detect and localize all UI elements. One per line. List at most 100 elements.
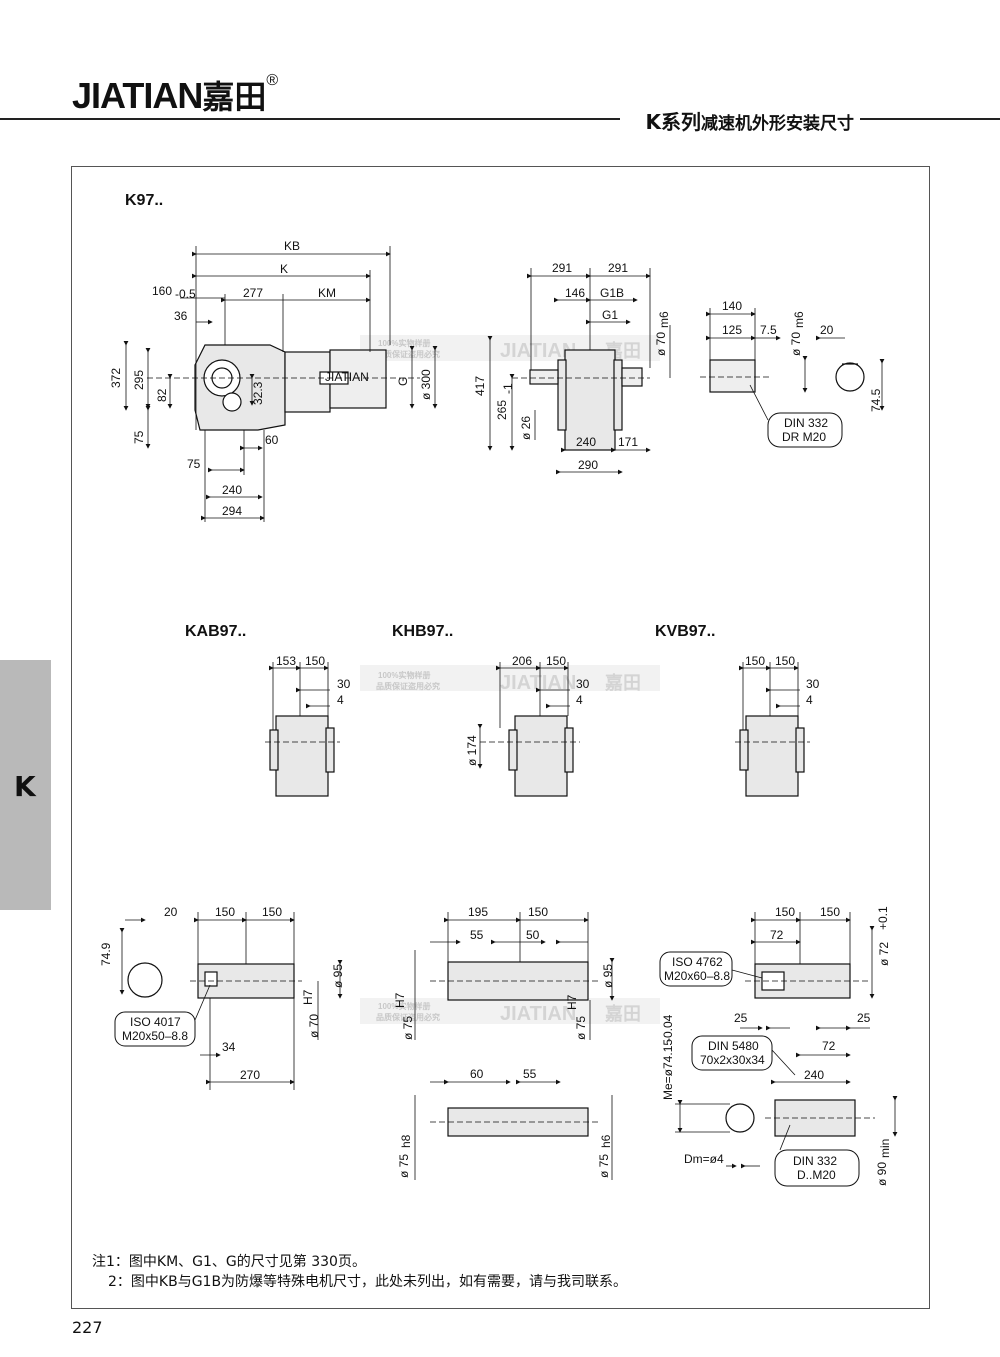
header-title: K系列减速机外形安装尺寸 — [639, 106, 860, 135]
svg-text:G: G — [396, 377, 410, 386]
k97-front-view — [512, 349, 650, 451]
svg-text:嘉田: 嘉田 — [604, 673, 641, 693]
watermark-3: 100%实物样册 品质保证盗用必究 JIATIAN 嘉田 — [360, 998, 660, 1025]
svg-text:DIN 332: DIN 332 — [793, 1154, 837, 1168]
svg-text:ø 70: ø 70 — [789, 332, 803, 356]
svg-text:20: 20 — [820, 323, 834, 337]
svg-text:100%实物样册: 100%实物样册 — [378, 338, 430, 348]
svg-text:30: 30 — [337, 677, 351, 691]
svg-text:ø 90: ø 90 — [875, 1162, 889, 1186]
hollow-shaft-b — [430, 961, 600, 1137]
svg-text:277: 277 — [243, 286, 263, 300]
svg-text:Me=ø74.15: Me=ø74.15 — [661, 1039, 675, 1100]
svg-text:ø 95: ø 95 — [331, 964, 345, 988]
svg-text:4: 4 — [337, 693, 344, 707]
svg-text:min: min — [878, 1139, 892, 1158]
svg-text:55: 55 — [470, 928, 484, 942]
svg-text:417: 417 — [473, 376, 487, 396]
svg-text:4: 4 — [576, 693, 583, 707]
svg-text:36: 36 — [174, 309, 188, 323]
hollow-shaft-b-dimension-lines — [414, 912, 615, 1180]
svg-text:100%实物样册: 100%实物样册 — [378, 670, 430, 680]
svg-text:150: 150 — [820, 905, 840, 919]
svg-text:20: 20 — [164, 905, 178, 919]
kvb97-dimension-lines — [739, 662, 800, 730]
svg-text:+0.1: +0.1 — [876, 906, 890, 930]
svg-text:32.3: 32.3 — [251, 381, 265, 405]
side-tab: K — [0, 660, 51, 910]
svg-text:150: 150 — [775, 654, 795, 668]
notes: 注1：图中KM、G1、G的尺寸见第 330页。 2：图中KB与G1B为防爆等特殊… — [92, 1252, 627, 1292]
svg-text:291: 291 — [608, 261, 628, 275]
k97-dimension-lines — [123, 246, 438, 522]
svg-text:品质保证盗用必究: 品质保证盗用必究 — [376, 1012, 440, 1022]
svg-text:240: 240 — [804, 1068, 824, 1082]
svg-text:125: 125 — [722, 323, 742, 337]
svg-text:ISO 4762: ISO 4762 — [672, 955, 723, 969]
svg-text:KB: KB — [284, 239, 300, 253]
svg-text:150: 150 — [305, 654, 325, 668]
svg-text:m6: m6 — [792, 311, 806, 328]
svg-text:290: 290 — [578, 458, 598, 472]
page-number: 227 — [72, 1318, 103, 1337]
iso4017-label: ISO 4017 M20x50–8.8 — [114, 984, 211, 1047]
kab97-dimension-lines — [269, 662, 330, 730]
svg-text:ø 72: ø 72 — [877, 942, 891, 966]
din332-label-2: DIN 332 D..M20 — [774, 1124, 860, 1187]
svg-text:DR M20: DR M20 — [782, 430, 826, 444]
svg-text:ISO 4017: ISO 4017 — [130, 1015, 181, 1029]
svg-text:74.5: 74.5 — [869, 388, 883, 412]
svg-text:30: 30 — [576, 677, 590, 691]
svg-text:ø 70: ø 70 — [654, 332, 668, 356]
svg-text:-1: -1 — [501, 383, 515, 394]
title-kab97: KAB97.. — [185, 623, 246, 640]
svg-text:72: 72 — [822, 1039, 836, 1053]
svg-text:153: 153 — [276, 654, 296, 668]
svg-text:h6: h6 — [599, 1134, 613, 1148]
svg-text:294: 294 — [222, 504, 242, 518]
svg-text:G1B: G1B — [600, 286, 624, 300]
svg-text:ø 95: ø 95 — [601, 964, 615, 988]
khb97-view — [480, 715, 580, 797]
svg-text:品质保证盗用必究: 品质保证盗用必究 — [376, 349, 440, 359]
svg-text:H7: H7 — [301, 989, 315, 1005]
k97-shaft-detail — [700, 359, 865, 393]
din5480-label: DIN 5480 70x2x30x34 — [691, 1035, 796, 1076]
svg-text:-0.5: -0.5 — [175, 287, 196, 301]
svg-text:H7: H7 — [565, 994, 579, 1010]
k97-front-dimension-lines — [487, 268, 671, 475]
svg-text:25: 25 — [734, 1011, 748, 1025]
svg-text:JIATIAN: JIATIAN — [500, 340, 576, 362]
svg-text:150: 150 — [262, 905, 282, 919]
svg-text:25: 25 — [857, 1011, 871, 1025]
svg-text:171: 171 — [618, 435, 638, 449]
svg-text:ø 75: ø 75 — [401, 1016, 415, 1040]
k97-side-view — [147, 344, 420, 431]
svg-text:Dm=ø4: Dm=ø4 — [684, 1152, 724, 1166]
svg-text:JIATIAN: JIATIAN — [500, 1003, 576, 1025]
watermark-2: 100%实物样册 品质保证盗用必究 JIATIAN 嘉田 — [360, 665, 660, 694]
kab97-view — [265, 715, 340, 797]
svg-text:M20x60–8.8: M20x60–8.8 — [664, 969, 730, 983]
svg-text:100%实物样册: 100%实物样册 — [378, 1001, 430, 1011]
svg-text:嘉田: 嘉田 — [604, 1004, 641, 1024]
svg-text:70x2x30x34: 70x2x30x34 — [700, 1053, 765, 1067]
svg-text:55: 55 — [523, 1067, 537, 1081]
svg-text:ø 75: ø 75 — [397, 1154, 411, 1178]
svg-text:34: 34 — [222, 1040, 236, 1054]
svg-text:JIATIAN: JIATIAN — [500, 672, 576, 694]
svg-text:DIN 332: DIN 332 — [784, 416, 828, 430]
hollow-shaft-c-dimension-lines — [675, 912, 898, 1169]
svg-text:ø 300: ø 300 — [419, 369, 433, 400]
svg-text:75: 75 — [132, 430, 146, 444]
svg-text:H7: H7 — [393, 992, 407, 1008]
svg-text:146: 146 — [565, 286, 585, 300]
svg-text:M20x50–8.8: M20x50–8.8 — [122, 1029, 188, 1043]
svg-text:60: 60 — [265, 433, 279, 447]
svg-text:KM: KM — [318, 286, 336, 300]
svg-text:G1: G1 — [602, 308, 618, 322]
svg-text:140: 140 — [722, 299, 742, 313]
svg-text:270: 270 — [240, 1068, 260, 1082]
k97-motor-badge: JIATIAN — [325, 370, 369, 384]
svg-text:ø 75: ø 75 — [597, 1154, 611, 1178]
